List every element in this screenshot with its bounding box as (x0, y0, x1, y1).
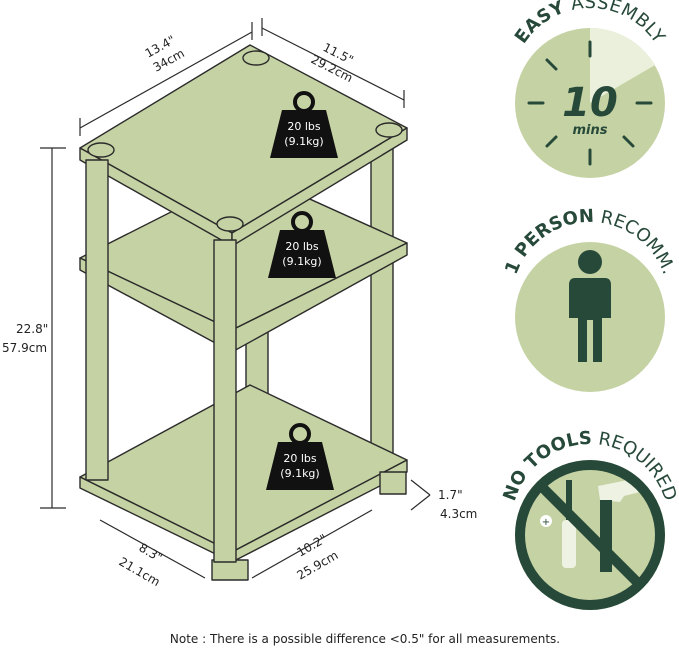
shelf-bottom (79, 384, 408, 553)
no-tools-badge: NO TOOLS REQUIRED + (499, 428, 679, 610)
assembly-minutes: 10 (562, 80, 618, 126)
leg-inches: 1.7" (438, 488, 463, 502)
svg-text:+: + (542, 517, 550, 528)
assembly-unit: mins (573, 123, 608, 138)
weight-icon: 20 lbs (9.1kg) (268, 211, 336, 278)
no-symbol-icon (515, 460, 665, 610)
person-icon (569, 250, 611, 362)
post-hole (242, 50, 270, 66)
svg-text:20 lbs: 20 lbs (285, 240, 319, 253)
base-width-inches: 8.3" (137, 540, 165, 564)
post-front-center (213, 239, 237, 563)
post-hole (216, 216, 244, 232)
weight-icon: 20 lbs (9.1kg) (270, 91, 338, 158)
easy-assembly-badge: EASY ASSEMBLY 10 mins (511, 0, 669, 178)
screwdriver-icon: + (540, 480, 576, 568)
measurement-note: Note : There is a possible difference <0… (169, 632, 561, 646)
post-back-right (370, 139, 394, 471)
weight-icon: 20 lbs (9.1kg) (266, 423, 334, 490)
leg-cm: 4.3cm (440, 507, 477, 521)
post-hole (87, 142, 115, 158)
height-inches: 22.8" (16, 322, 48, 336)
foot-front (211, 559, 249, 581)
shelf-unit (79, 44, 408, 581)
svg-text:(9.1kg): (9.1kg) (282, 255, 321, 268)
svg-text:(9.1kg): (9.1kg) (280, 467, 319, 480)
svg-text:20 lbs: 20 lbs (287, 120, 321, 133)
one-person-badge: 1 PERSON RECOMM. (501, 206, 679, 392)
shelf-top (79, 44, 408, 234)
foot-right (379, 471, 407, 495)
height-cm: 57.9cm (2, 341, 47, 355)
post-front-left (85, 159, 109, 481)
svg-text:20 lbs: 20 lbs (283, 452, 317, 465)
post-hole (375, 122, 403, 138)
svg-text:(9.1kg): (9.1kg) (284, 135, 323, 148)
